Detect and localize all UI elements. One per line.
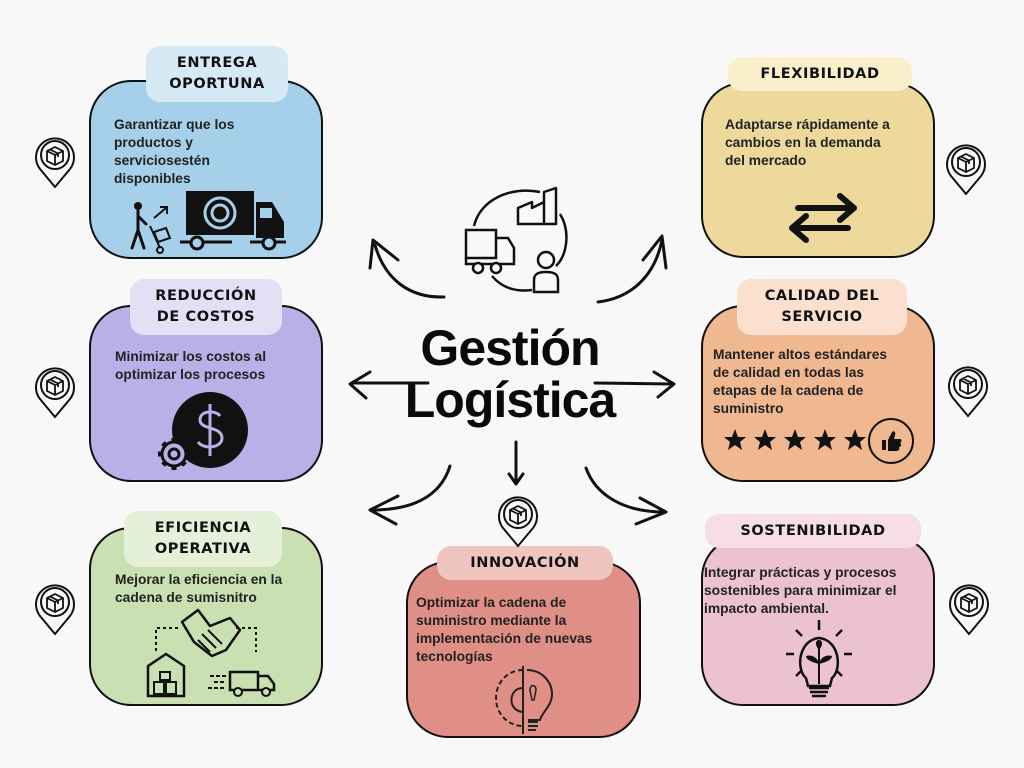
page-title: Gestión Logística [360, 322, 660, 426]
delivery-truck-icon [130, 191, 286, 254]
package-location-pin-icon [948, 366, 988, 417]
dollar-gear-icon [158, 392, 248, 470]
handshake-warehouse-truck-icon [146, 608, 276, 698]
package-location-pin-icon [498, 496, 538, 547]
card-title-reduccion-de-costos: REDUCCIÓN DE COSTOS [130, 279, 282, 335]
card-title-calidad-del-servicio: CALIDAD DEL SERVICIO [737, 279, 907, 335]
arrow-down-right-icon [584, 466, 666, 514]
card-title-sostenibilidad: SOSTENIBILIDAD [705, 514, 921, 548]
card-title-eficiencia-operativa: EFICIENCIA OPERATIVA [124, 511, 282, 567]
card-text-calidad-del-servicio: Mantener altos estándares de calidad en … [713, 347, 888, 416]
card-text-flexibilidad: Adaptarse rápidamente a cambios en la de… [725, 117, 890, 168]
package-location-pin-icon [35, 584, 75, 635]
card-text-sostenibilidad: Integrar prácticas y procesos sostenible… [704, 565, 897, 616]
package-location-pin-icon [35, 137, 75, 188]
plant-lightbulb-icon [786, 620, 852, 698]
card-title-innovacion: INNOVACIÓN [437, 546, 613, 580]
package-location-pin-icon [946, 144, 986, 195]
card-text-entrega-oportuna: Garantizar que los productos y servicios… [114, 117, 235, 186]
card-text-innovacion: Optimizar la cadena de suministro median… [416, 595, 593, 664]
card-title-flexibilidad: FLEXIBILIDAD [728, 57, 912, 91]
card-text-eficiencia-operativa: Mejorar la eficiencia en la cadena de su… [115, 572, 283, 605]
arrow-up-left-icon [373, 243, 446, 299]
card-title-entrega-oportuna: ENTREGA OPORTUNA [146, 46, 288, 102]
arrow-up-right-icon [596, 238, 664, 304]
five-stars-thumbs-up-icon [724, 418, 914, 464]
exchange-arrows-icon [789, 193, 857, 243]
package-location-pin-icon [35, 367, 75, 418]
arrow-right-icon [593, 381, 674, 386]
supply-chain-cycle-icon [464, 186, 568, 294]
card-text-reduccion-de-costos: Minimizar los costos al optimizar los pr… [115, 349, 267, 382]
gear-lightbulb-icon [494, 666, 554, 734]
arrow-down-left-icon [370, 464, 452, 512]
title-line-2: Logística [404, 372, 616, 428]
package-location-pin-icon [949, 584, 989, 635]
title-line-1: Gestión [420, 320, 600, 376]
